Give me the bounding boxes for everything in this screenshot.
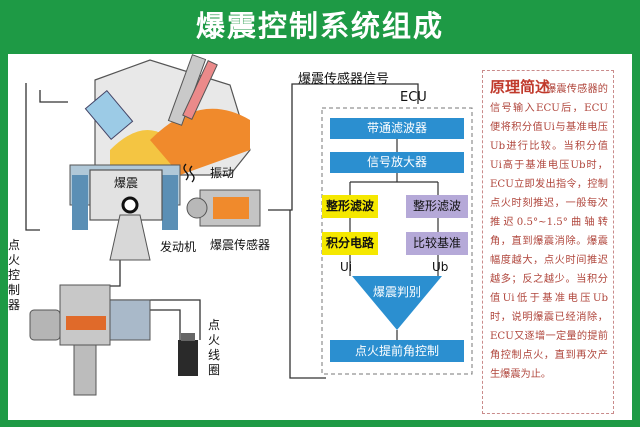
engine-label: 发动机 — [160, 240, 197, 254]
principle-title: 原理简述 — [490, 78, 551, 96]
ub-label: Ub — [432, 260, 449, 274]
knock-judge-block: 爆震判别 — [372, 285, 421, 299]
principle-panel — [482, 70, 614, 414]
ignition-advance-control-block: 点火提前角控制 — [330, 340, 464, 362]
principle-text: 爆震传感器的信号输入ECU后，ECU便将积分值Ui与基准电压Ub进行比较。当积分… — [490, 84, 608, 380]
vibration-label: 振动 — [210, 166, 235, 180]
shaping-filter-right-block: 整形滤波 — [406, 195, 468, 218]
ignition-controller-label: 点火控制器 — [8, 238, 21, 312]
ecu-label: ECU — [400, 90, 427, 105]
knock-label: 爆震 — [114, 176, 139, 190]
bandpass-filter-block: 带通滤波器 — [330, 118, 464, 139]
page-title: 爆震控制系统组成 — [195, 9, 444, 43]
reference-block: 比较基准 — [406, 232, 468, 255]
ignition-coil-label: 点火线圈 — [208, 318, 221, 377]
ui-label: Ui — [340, 260, 353, 274]
signal-amplifier-block: 信号放大器 — [330, 152, 464, 173]
knock-sensor-signal-label: 爆震传感器信号 — [298, 72, 390, 87]
knock-sensor-label: 爆震传感器 — [210, 238, 271, 252]
integrator-block: 积分电路 — [322, 232, 378, 255]
shaping-filter-left-block: 整形滤波 — [322, 195, 378, 218]
